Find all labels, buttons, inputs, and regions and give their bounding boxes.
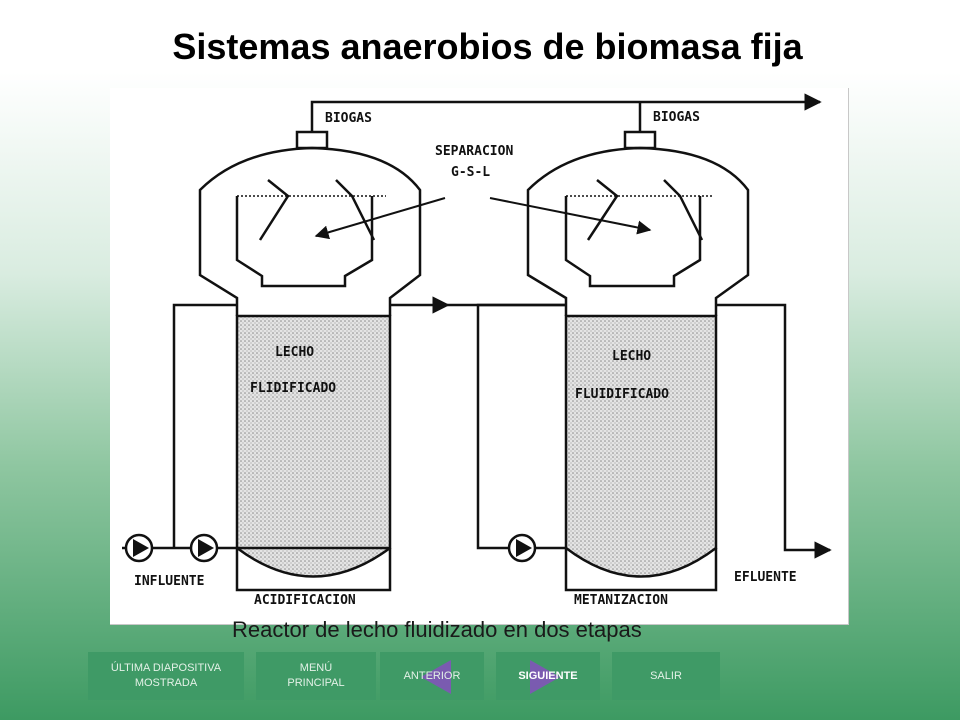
recycle-line-right [476,303,566,550]
biogas-label-right: BIOGAS [653,110,700,125]
baffle-left-1 [258,179,290,241]
stage-label-left: ACIDIFICACION [254,593,356,608]
biogas-header-line [310,93,822,132]
reactor-diagram: BIOGAS BIOGAS SEPARACION G-S-L LECHO FLI… [110,88,849,625]
previous-arrow-icon [421,660,451,694]
stage-label-right: METANIZACION [574,593,668,608]
bed-column-left [235,314,392,578]
effluent-label: EFLUENTE [734,570,797,585]
last-slide-label: ÚLTIMA DIAPOSITIVA MOSTRADA [110,662,222,689]
influent-label: INFLUENTE [134,574,204,589]
reactor-diagram-svg: BIOGAS BIOGAS SEPARACION G-S-L LECHO FLI… [122,93,832,608]
bed-column-right [564,314,718,578]
bed-label-right-2: FLUIDIFICADO [575,387,669,402]
slide-title: Sistemas anaerobios de biomasa fija [172,26,803,67]
base-left [235,548,392,592]
separation-label: SEPARACION [435,144,513,159]
gas-outlet-right [623,130,657,150]
baffle-left-2 [335,179,376,241]
separator-inner-left [235,196,374,288]
separator-head-left [198,146,422,316]
recycle-line-left [172,303,237,548]
baffle-right-2 [663,179,704,241]
separation-sublabel: G-S-L [451,165,490,180]
exit-label: SALIR [650,669,682,682]
bed-label-left: LECHO [275,345,314,360]
baffle-right-1 [586,179,619,241]
biogas-label-left: BIOGAS [325,111,372,126]
previous-button[interactable]: ANTERIOR [380,652,484,700]
next-button[interactable]: SIGUIENTE [496,652,600,700]
bed-label-left-2: FLIDIFICADO [250,381,336,396]
separator-head-right [526,146,750,316]
base-right [564,548,718,592]
separator-inner-right [564,196,702,288]
gas-outlet-left [295,130,329,150]
main-menu-button[interactable]: MENÚ PRINCIPAL [256,652,376,700]
slide-caption: Reactor de lecho fluidizado en dos etapa… [232,617,642,642]
next-label: SIGUIENTE [518,669,578,682]
main-menu-label: MENÚ PRINCIPAL [287,662,345,689]
exit-button[interactable]: SALIR [612,652,720,700]
last-slide-button[interactable]: ÚLTIMA DIAPOSITIVA MOSTRADA [88,652,244,700]
previous-label: ANTERIOR [403,669,461,682]
bed-label-right: LECHO [612,349,651,364]
effluent-line [716,303,832,559]
next-arrow-icon [530,660,560,694]
